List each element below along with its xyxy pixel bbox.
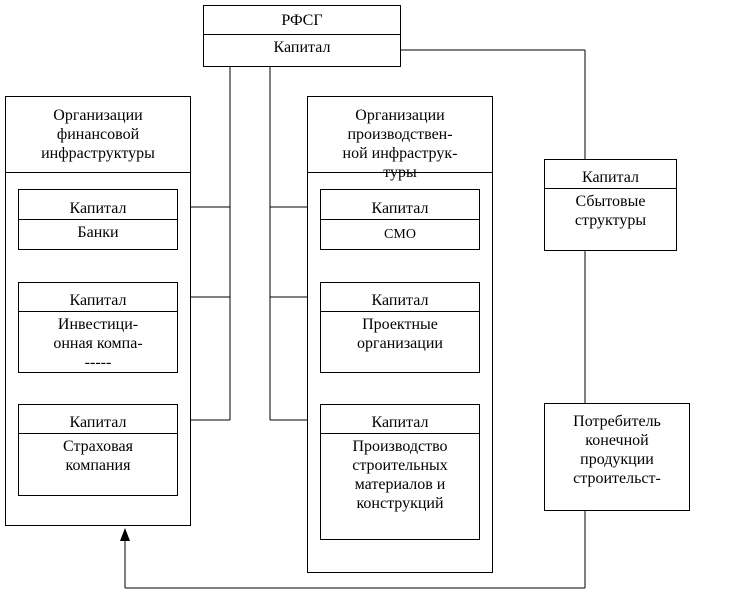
insurance-capital: Капитал	[69, 414, 127, 431]
insurance-box	[18, 404, 178, 496]
smo-label: СМО	[384, 227, 416, 242]
consumer-label: Потребитель конечной продукции строитель…	[573, 413, 661, 487]
sales-label: Сбытовые структуры	[574, 193, 647, 229]
smo-capital: Капитал	[371, 200, 429, 217]
banks-capital: Капитал	[69, 200, 127, 217]
consumer-box	[544, 403, 690, 511]
materials-box	[320, 404, 480, 540]
invest-capital: Капитал	[69, 292, 127, 309]
rfsg-box	[203, 5, 401, 67]
invest-label: Инвестици- онная компа- -----	[53, 316, 143, 371]
insurance-label: Страховая компания	[63, 438, 133, 474]
project-label: Проектные организации	[357, 316, 443, 352]
sales-box	[544, 159, 677, 251]
rfsg-title: РФСГ	[281, 12, 323, 29]
banks-label: Банки	[77, 224, 119, 241]
invest-box	[18, 282, 178, 373]
arrowhead-icon	[120, 528, 130, 541]
project-capital: Капитал	[371, 292, 429, 309]
project-box	[320, 282, 480, 373]
materials-label: Производство строительных материалов и к…	[352, 438, 448, 512]
materials-capital: Капитал	[371, 414, 429, 431]
fin-group-title: Организации финансовой инфраструктуры	[41, 107, 155, 162]
prod-group-title: Организации производствен- ной инфрастру…	[342, 107, 458, 181]
sales-capital: Капитал	[582, 169, 639, 186]
rfsg-capital: Капитал	[273, 39, 331, 56]
